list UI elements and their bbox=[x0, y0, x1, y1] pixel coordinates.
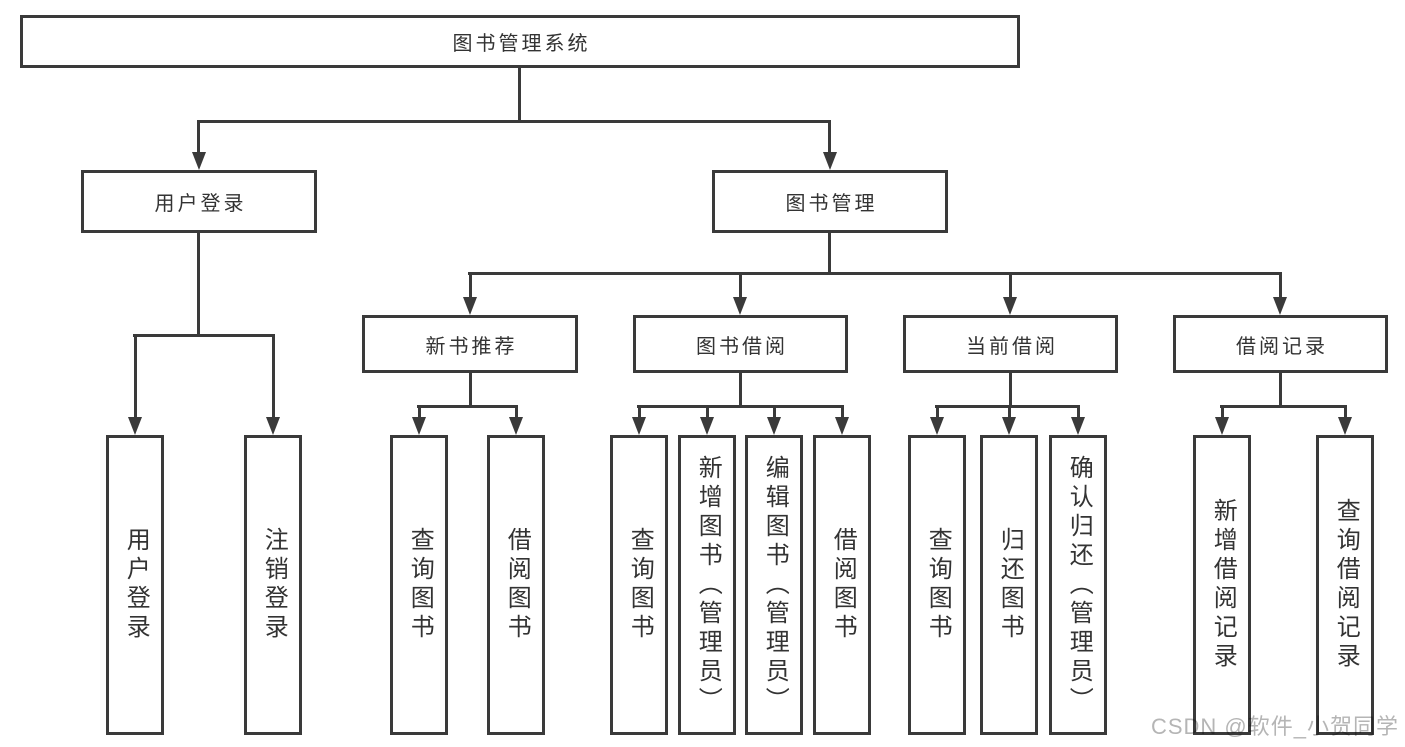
arrowhead-login-2 bbox=[266, 417, 280, 435]
node-user-login: 用户登录 bbox=[81, 170, 317, 233]
csdn-watermark: CSDN @软件_小贺同学 bbox=[1150, 714, 1399, 739]
arrowhead-newbook bbox=[463, 297, 477, 315]
connector-stem-current-1 bbox=[936, 405, 939, 420]
connector-stem-borrow-4 bbox=[841, 405, 844, 420]
connector-records-horizontal bbox=[1220, 405, 1347, 408]
leaf-borrow-edit-admin: 编辑图书（管理员） bbox=[745, 435, 803, 735]
arrowhead-records bbox=[1273, 297, 1287, 315]
leaf-newbook-query-label: 查询图书 bbox=[406, 527, 434, 643]
connector-borrow-horizontal bbox=[637, 405, 844, 408]
connector-stem-records-2 bbox=[1344, 405, 1347, 420]
connector-stem-borrow bbox=[739, 272, 742, 300]
connector-stem-user-login bbox=[197, 120, 200, 156]
leaf-newbook-borrow: 借阅图书 bbox=[487, 435, 545, 735]
leaf-borrow-edit-admin-label: 编辑图书（管理员） bbox=[761, 454, 789, 716]
connector-mgmt-horizontal bbox=[468, 272, 1282, 275]
leaf-borrow-borrow: 借阅图书 bbox=[813, 435, 871, 735]
leaf-current-confirm-admin-label: 确认归还（管理员） bbox=[1065, 454, 1093, 716]
connector-stem-current bbox=[1009, 272, 1012, 300]
leaf-records-query-label: 查询借阅记录 bbox=[1332, 498, 1360, 672]
arrowhead-current-2 bbox=[1002, 417, 1016, 435]
connector-stem-newbook-2 bbox=[515, 405, 518, 420]
arrowhead-borrow-2 bbox=[700, 417, 714, 435]
arrowhead-current-3 bbox=[1071, 417, 1085, 435]
connector-login-horizontal bbox=[133, 334, 275, 337]
arrowhead-book-mgmt bbox=[823, 152, 837, 170]
connector-records-vertical bbox=[1279, 373, 1282, 407]
connector-stem-newbook bbox=[469, 272, 472, 300]
node-library-system: 图书管理系统 bbox=[20, 15, 1020, 68]
leaf-logout: 注销登录 bbox=[244, 435, 302, 735]
connector-borrow-vertical bbox=[739, 373, 742, 407]
leaf-user-login: 用户登录 bbox=[106, 435, 164, 735]
leaf-records-add-label: 新增借阅记录 bbox=[1209, 498, 1237, 672]
connector-stem-records bbox=[1279, 272, 1282, 300]
arrowhead-newbook-1 bbox=[412, 417, 426, 435]
leaf-borrow-add-admin-label: 新增图书（管理员） bbox=[694, 454, 722, 716]
leaf-user-login-label: 用户登录 bbox=[122, 527, 150, 643]
connector-stem-borrow-3 bbox=[773, 405, 776, 420]
leaf-current-return-label: 归还图书 bbox=[996, 527, 1024, 643]
arrowhead-borrow-3 bbox=[767, 417, 781, 435]
leaf-logout-label: 注销登录 bbox=[260, 527, 288, 643]
node-book-mgmt: 图书管理 bbox=[712, 170, 948, 233]
arrowhead-records-1 bbox=[1215, 417, 1229, 435]
connector-current-horizontal bbox=[935, 405, 1080, 408]
arrowhead-login-1 bbox=[128, 417, 142, 435]
connector-stem-borrow-2 bbox=[706, 405, 709, 420]
arrowhead-borrow bbox=[733, 297, 747, 315]
connector-stem-current-2 bbox=[1008, 405, 1011, 420]
arrowhead-user-login bbox=[192, 152, 206, 170]
leaf-newbook-borrow-label: 借阅图书 bbox=[503, 527, 531, 643]
connector-root-horizontal bbox=[197, 120, 831, 123]
arrowhead-records-2 bbox=[1338, 417, 1352, 435]
node-current-borrow: 当前借阅 bbox=[903, 315, 1118, 373]
arrowhead-newbook-2 bbox=[509, 417, 523, 435]
connector-stem-newbook-1 bbox=[418, 405, 421, 420]
connector-stem-records-1 bbox=[1221, 405, 1224, 420]
connector-mgmt-vertical bbox=[828, 233, 831, 275]
connector-current-vertical bbox=[1009, 373, 1012, 407]
leaf-current-query-label: 查询图书 bbox=[924, 527, 952, 643]
arrowhead-current-1 bbox=[930, 417, 944, 435]
arrowhead-borrow-1 bbox=[632, 417, 646, 435]
connector-stem-login-1 bbox=[134, 334, 137, 420]
connector-stem-login-2 bbox=[272, 334, 275, 420]
leaf-current-return: 归还图书 bbox=[980, 435, 1038, 735]
leaf-records-add: 新增借阅记录 bbox=[1193, 435, 1251, 735]
connector-newbook-horizontal bbox=[417, 405, 518, 408]
leaf-records-query: 查询借阅记录 bbox=[1316, 435, 1374, 735]
connector-login-vertical bbox=[197, 233, 200, 337]
connector-root-vertical bbox=[518, 68, 521, 123]
node-borrow-records: 借阅记录 bbox=[1173, 315, 1388, 373]
leaf-current-query: 查询图书 bbox=[908, 435, 966, 735]
connector-stem-borrow-1 bbox=[638, 405, 641, 420]
leaf-borrow-borrow-label: 借阅图书 bbox=[829, 527, 857, 643]
connector-stem-book-mgmt bbox=[828, 120, 831, 156]
leaf-current-confirm-admin: 确认归还（管理员） bbox=[1049, 435, 1107, 735]
leaf-newbook-query: 查询图书 bbox=[390, 435, 448, 735]
connector-stem-current-3 bbox=[1077, 405, 1080, 420]
leaf-borrow-add-admin: 新增图书（管理员） bbox=[678, 435, 736, 735]
leaf-borrow-query-label: 查询图书 bbox=[626, 527, 654, 643]
arrowhead-borrow-4 bbox=[835, 417, 849, 435]
connector-newbook-vertical bbox=[469, 373, 472, 407]
node-new-book-recommend: 新书推荐 bbox=[362, 315, 578, 373]
leaf-borrow-query: 查询图书 bbox=[610, 435, 668, 735]
node-book-borrow: 图书借阅 bbox=[633, 315, 848, 373]
arrowhead-current bbox=[1003, 297, 1017, 315]
